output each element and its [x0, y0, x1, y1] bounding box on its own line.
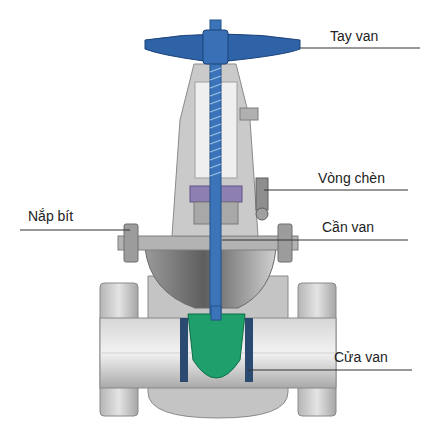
- part-label: Vòng chèn: [318, 170, 385, 187]
- gland-nut: [256, 208, 268, 220]
- stem-thread: [210, 60, 221, 176]
- seat-ring: [180, 318, 188, 382]
- seat-ring: [245, 318, 253, 382]
- bonnet-flange: [118, 236, 298, 250]
- part-label: Nắp bít: [28, 208, 73, 225]
- gate-wedge: [188, 314, 245, 378]
- part-label: Tay van: [330, 28, 378, 45]
- part-label: Cửa van: [334, 349, 388, 366]
- leader-lines: [20, 48, 420, 370]
- yoke-lug: [240, 108, 258, 120]
- handwheel-hub: [203, 30, 228, 64]
- valve-stem: [210, 20, 221, 320]
- bonnet-bolt: [278, 224, 292, 262]
- stem-tip: [211, 306, 221, 320]
- part-label: Cần van: [322, 219, 374, 236]
- gland-bolt: [256, 178, 268, 210]
